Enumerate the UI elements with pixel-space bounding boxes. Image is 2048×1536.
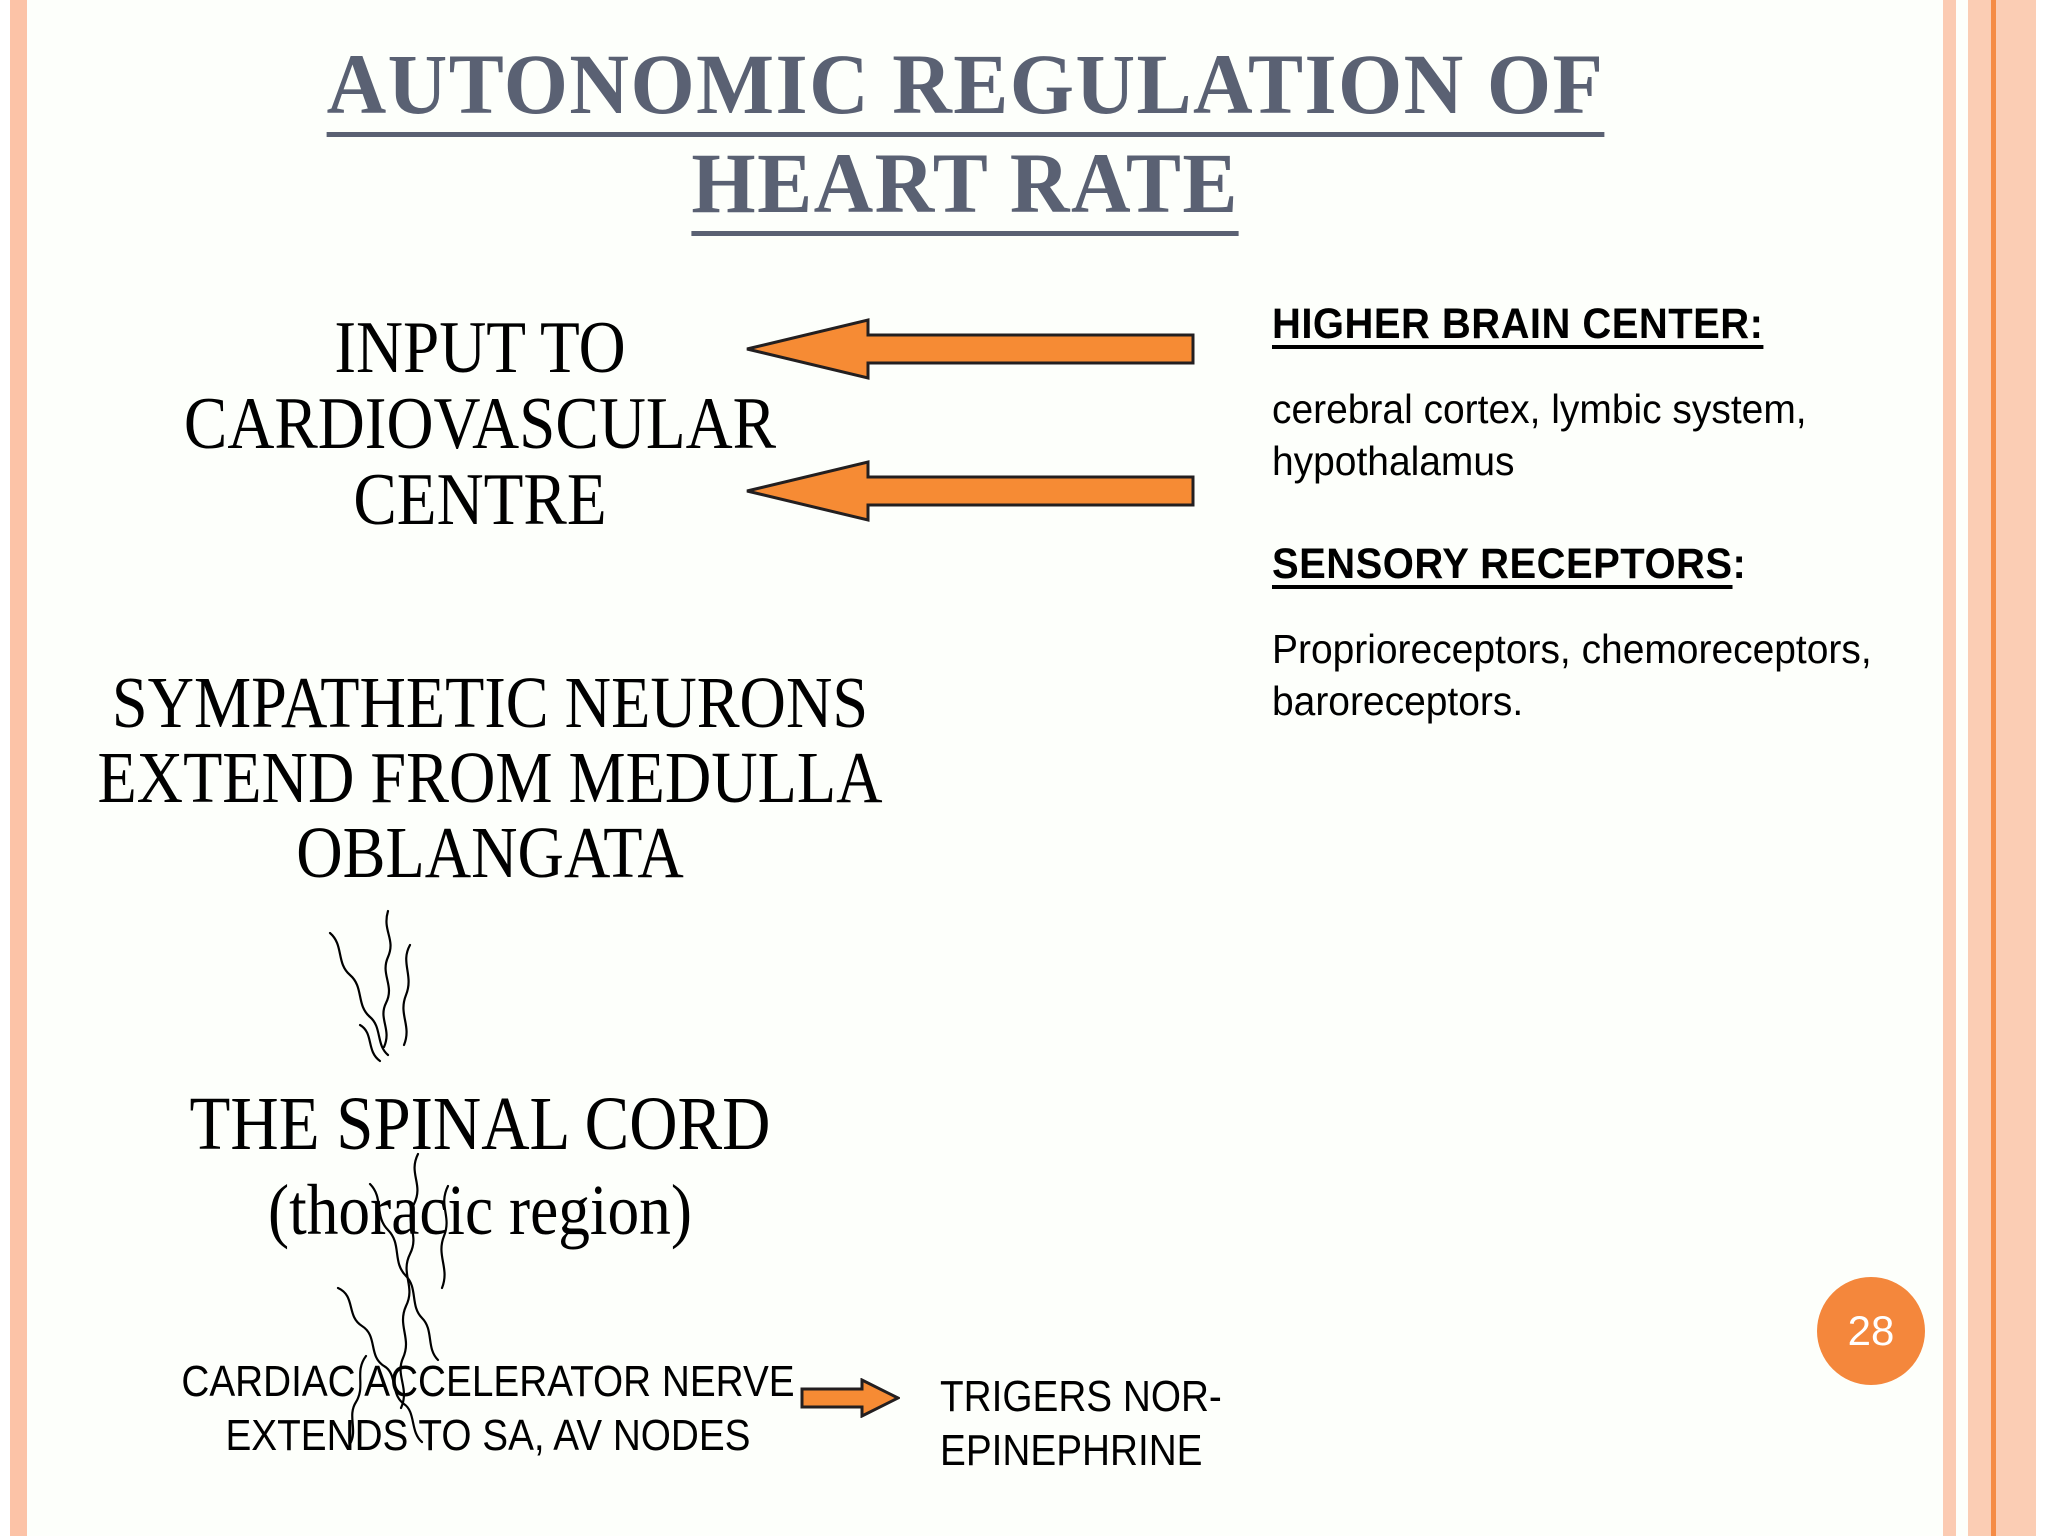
cardiac-accelerator-nerve-label: CARDIAC ACCELERATOR NERVE EXTENDS TO SA,… — [181, 1357, 795, 1460]
sympathetic-neurons-label: SYMPATHETIC NEURONS EXTEND FROM MEDULLA … — [97, 662, 883, 894]
right-thin-peach-stripe — [1943, 0, 1956, 1536]
arrow-right-trigers — [800, 1378, 900, 1418]
title-line-1: AUTONOMIC REGULATION OF — [326, 38, 1604, 138]
arrow-left-higher-brain — [746, 318, 1195, 380]
spinal-cord-main: THE SPINAL CORD — [189, 1082, 771, 1166]
higher-brain-center-heading: HIGHER BRAIN CENTER: — [1272, 300, 1960, 349]
sensory-receptors-body: Proprioreceptors, chemoreceptors, barore… — [1272, 625, 1872, 725]
arrow-left-sensory-receptors — [746, 460, 1195, 522]
spinal-cord-sub: (thoracic region) — [268, 1170, 692, 1251]
right-info-column: HIGHER BRAIN CENTER: cerebral cortex, ly… — [1272, 300, 2012, 780]
right-orange-accent-line — [1991, 0, 1996, 1536]
input-to-cardiovascular-centre-label: INPUT TO CARDIOVASCULAR CENTRE — [183, 307, 777, 542]
trigers-norepinephrine-label: TRIGERS NOR-EPINEPHRINE — [940, 1372, 1222, 1475]
sensory-receptors-heading-colon: : — [1732, 539, 1747, 588]
title-line-2: HEART RATE — [691, 137, 1239, 237]
higher-brain-center-heading-text: HIGHER BRAIN CENTER: — [1272, 300, 1764, 348]
right-white-margin — [2036, 0, 2048, 1536]
sensory-receptors-heading-text: SENSORY RECEPTORS — [1272, 539, 1733, 588]
spinal-cord-label: THE SPINAL CORD (thoracic region) — [84, 1082, 876, 1251]
page-number-text: 28 — [1847, 1307, 1895, 1354]
right-wide-peach-stripe — [1968, 0, 2036, 1536]
page-title: AUTONOMIC REGULATION OF HEART RATE — [120, 38, 1810, 237]
sensory-receptors-heading: SENSORY RECEPTORS: — [1272, 540, 1960, 589]
left-peach-stripe — [10, 0, 27, 1536]
page-number-badge: 28 — [1817, 1277, 1925, 1385]
higher-brain-center-body: cerebral cortex, lymbic system, hypothal… — [1272, 386, 1807, 485]
left-white-margin — [0, 0, 10, 1536]
